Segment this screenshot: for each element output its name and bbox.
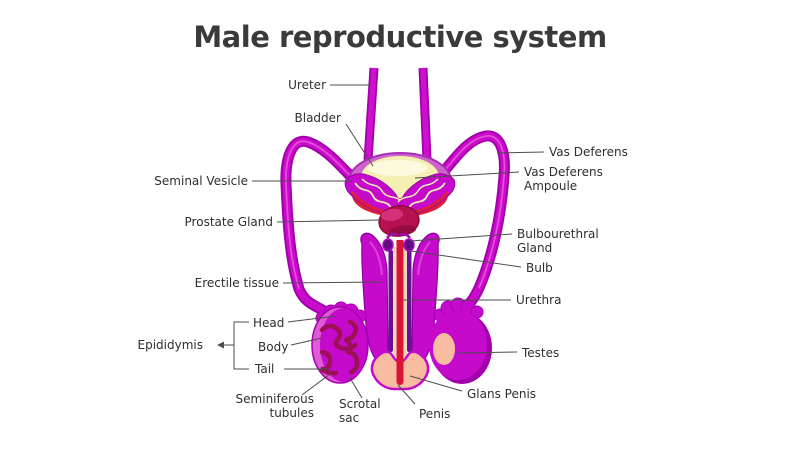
testis-right-shape (429, 297, 492, 384)
vas-deferens-left-shape (280, 135, 378, 318)
leader-bladder (345, 123, 374, 167)
epididymis-bracket (233, 321, 249, 370)
leader-lines (217, 84, 545, 405)
page-title: Male reproductive system (193, 20, 607, 54)
leader-penis (397, 384, 416, 405)
vas-deferens-right-shape (420, 130, 510, 318)
urethra-shape (396, 240, 404, 354)
seminal-vesicle-left-shape (344, 173, 403, 216)
leader-head (287, 315, 337, 323)
label-vas-deferens: Vas Deferens (549, 145, 628, 159)
leader-glans-penis (409, 375, 463, 392)
ureter-right-shape (418, 67, 432, 161)
testis-left-shape (311, 301, 369, 384)
leader-bulbourethral-gland (409, 233, 513, 242)
leader-prostate-gland (276, 219, 381, 223)
label-vas-deferens-ampoule: Vas Deferens Ampoule (524, 165, 603, 193)
label-erectile-tissue: Erectile tissue (194, 276, 279, 290)
label-penis: Penis (419, 407, 451, 421)
glans-penis-shape (370, 350, 430, 391)
label-testes: Testes (522, 346, 560, 360)
leader-bulb (410, 250, 522, 268)
label-urethra: Urethra (516, 293, 562, 307)
label-ureter: Ureter (288, 78, 326, 92)
label-head: Head (253, 316, 285, 330)
leader-seminiferous-tubules (301, 373, 331, 396)
epididymis-arrow-icon (217, 341, 234, 349)
label-glans-penis: Glans Penis (467, 387, 537, 401)
label-bladder: Bladder (294, 111, 341, 125)
seminiferous-tubules-shape (319, 319, 360, 376)
label-seminiferous-tubules: Seminiferous tubules (235, 392, 314, 420)
label-scrotal-sac: Scrotal sac (339, 397, 381, 425)
label-prostate-gland: Prostate Gland (184, 215, 273, 229)
label-epididymis: Epididymis (137, 338, 203, 352)
penis-shaft-shape (360, 232, 440, 364)
leader-scrotal-sac (349, 377, 363, 399)
ureter-left-shape (363, 67, 379, 161)
label-bulb: Bulb (526, 261, 553, 275)
leader-body (290, 337, 323, 346)
leader-erectile-tissue (282, 281, 383, 284)
label-seminal-vesicle: Seminal Vesicle (154, 174, 248, 188)
prostate-shape (378, 205, 420, 237)
label-tail: Tail (255, 362, 275, 376)
label-bulbourethral-gland: Bulbourethral Gland (517, 227, 599, 255)
leader-vas-deferens-ampoule (414, 171, 520, 179)
label-body: Body (258, 340, 289, 354)
leader-testes (457, 351, 518, 354)
bulbourethral-gland-shape (382, 232, 415, 252)
leader-vas-deferens (496, 151, 545, 154)
